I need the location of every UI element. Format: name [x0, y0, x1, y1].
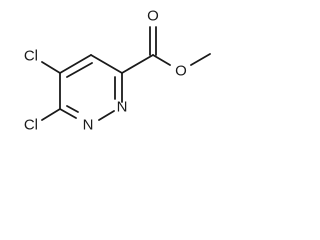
- bond-c6-cl: [41, 108, 61, 121]
- chemical-structure: Cl Cl N N O O: [24, 8, 211, 134]
- substituent-bonds: [41, 26, 211, 121]
- nitrogen-label-left: N: [83, 117, 94, 134]
- bond-n2-n1: [98, 110, 115, 121]
- bond-ccarbonyl-oester: [152, 54, 171, 66]
- oxygen-label-ester: O: [175, 63, 187, 80]
- nitrogen-label-right: N: [117, 99, 128, 116]
- bond-c4-c5: [59, 54, 92, 74]
- bond-c5-cl: [41, 61, 61, 74]
- bond-c3-ccarbonyl: [121, 54, 154, 74]
- bond-c4-c3: [90, 54, 123, 74]
- atom-labels: Cl Cl N N O O: [24, 8, 187, 134]
- bond-n1-c6-inner: [66, 105, 79, 113]
- chlorine-label-upper: Cl: [24, 48, 38, 65]
- bond-n1-c6: [59, 108, 77, 119]
- chlorine-label-lower: Cl: [24, 117, 38, 134]
- bond-oester-methyl: [190, 53, 211, 66]
- oxygen-label-carbonyl: O: [147, 8, 159, 25]
- bond-c4-c5-inner: [66, 62, 93, 78]
- pyridazine-ring: [59, 54, 123, 121]
